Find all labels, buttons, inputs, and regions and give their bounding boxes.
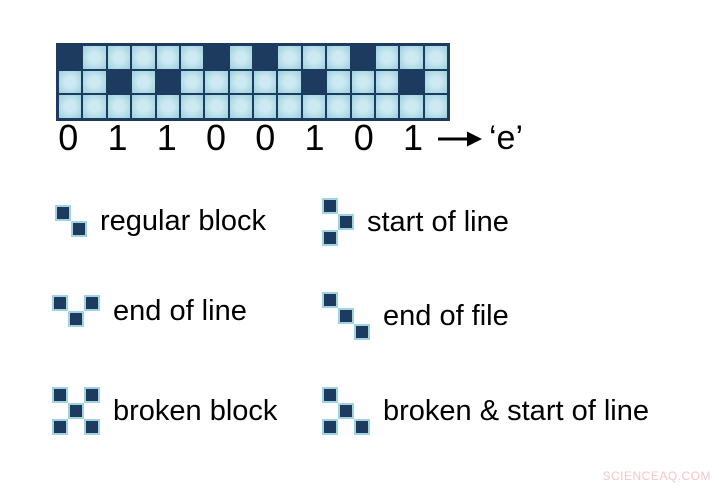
broken-start-of-line-icon <box>322 387 370 435</box>
legend-label: regular block <box>100 204 267 237</box>
grid-cell <box>351 95 374 118</box>
grid-cell <box>156 95 179 118</box>
legend-label: end of line <box>113 294 247 327</box>
grid-cell <box>278 70 301 94</box>
grid-cell <box>205 46 228 69</box>
broken-block-icon <box>52 387 100 435</box>
mini-square <box>322 292 338 308</box>
mini-square <box>338 403 354 419</box>
regular-block-icon <box>55 205 87 237</box>
mini-square <box>52 419 68 435</box>
bit-label: 0 <box>206 117 227 158</box>
mini-square <box>52 295 68 311</box>
mini-square <box>322 387 338 403</box>
grid-cell <box>351 46 374 69</box>
grid-cell <box>302 46 326 69</box>
grid-cell <box>205 70 228 94</box>
grid-cell <box>59 95 82 118</box>
grid-cell <box>375 46 399 69</box>
encoded-char-label: ‘e’ <box>489 119 524 157</box>
grid-cell <box>229 46 252 69</box>
grid-cell <box>83 70 106 94</box>
bit-label: 0 <box>255 117 276 158</box>
grid-cell <box>424 95 447 118</box>
grid-cell <box>107 95 131 118</box>
grid-cell <box>180 95 204 118</box>
mini-square <box>322 419 338 435</box>
grid-cell <box>424 70 447 94</box>
legend-item-broken-block: broken block <box>52 387 277 435</box>
grid-cell <box>83 95 106 118</box>
grid-cell <box>132 95 155 118</box>
bit-label: 0 <box>58 117 79 158</box>
legend-item-end-of-line: end of line <box>52 287 247 335</box>
grid-cell <box>205 95 228 118</box>
grid-cell <box>107 70 131 94</box>
bit-label: 0 <box>353 117 374 158</box>
end-of-line-icon <box>52 295 100 327</box>
mini-square <box>71 221 87 237</box>
grid-cell <box>156 46 179 69</box>
mini-square <box>354 419 370 435</box>
legend-item-broken-start-of-line: broken & start of line <box>322 387 649 435</box>
bit-label: 1 <box>304 117 325 158</box>
mini-square <box>84 419 100 435</box>
end-of-file-icon <box>322 292 370 340</box>
legend-label: end of file <box>383 299 509 332</box>
watermark: SCIENCEAQ.COM <box>602 469 711 483</box>
mini-square <box>68 403 84 419</box>
mini-square <box>338 214 354 230</box>
grid-cell <box>83 46 106 69</box>
grid-cell <box>278 46 301 69</box>
grid-cell <box>254 95 277 118</box>
grid-cell <box>278 95 301 118</box>
grid-cell <box>132 46 155 69</box>
grid-cell <box>156 70 179 94</box>
grid-cell <box>351 70 374 94</box>
grid-cell <box>180 70 204 94</box>
grid-cell <box>375 95 399 118</box>
mini-square <box>338 308 354 324</box>
start-of-line-icon <box>322 198 354 246</box>
grid-cell <box>180 46 204 69</box>
grid-cell <box>327 95 350 118</box>
grid-cell <box>327 46 350 69</box>
arrow-right-icon <box>438 131 482 147</box>
legend-label: start of line <box>367 205 509 238</box>
grid-cell <box>229 95 252 118</box>
legend-label: broken & start of line <box>383 394 649 427</box>
grid-cell <box>107 46 131 69</box>
grid-cell <box>229 70 252 94</box>
grid-cell <box>302 95 326 118</box>
mini-square <box>322 198 338 214</box>
legend-label: broken block <box>113 394 278 427</box>
mini-square <box>84 387 100 403</box>
mini-square <box>68 311 84 327</box>
mini-square <box>322 230 338 246</box>
grid-cell <box>59 46 82 69</box>
encoding-grid <box>56 43 450 121</box>
mini-square <box>55 205 71 221</box>
grid-cell <box>400 70 423 94</box>
legend-item-start-of-line: start of line <box>322 198 509 246</box>
grid-cell <box>424 46 447 69</box>
mini-square <box>354 324 370 340</box>
grid-cell <box>400 46 423 69</box>
mini-square <box>52 387 68 403</box>
grid-cell <box>254 46 277 69</box>
bit-label: 1 <box>107 117 128 158</box>
legend-item-end-of-file: end of file <box>322 292 509 340</box>
grid-cell <box>59 70 82 94</box>
legend-item-regular-block: regular block <box>55 197 266 245</box>
grid-cell <box>254 70 277 94</box>
bit-label: 1 <box>403 117 424 158</box>
grid-cell <box>302 70 326 94</box>
grid-cell <box>375 70 399 94</box>
grid-cell <box>400 95 423 118</box>
grid-cell <box>327 70 350 94</box>
grid-cell <box>132 70 155 94</box>
mini-square <box>84 295 100 311</box>
bit-label: 1 <box>156 117 177 158</box>
